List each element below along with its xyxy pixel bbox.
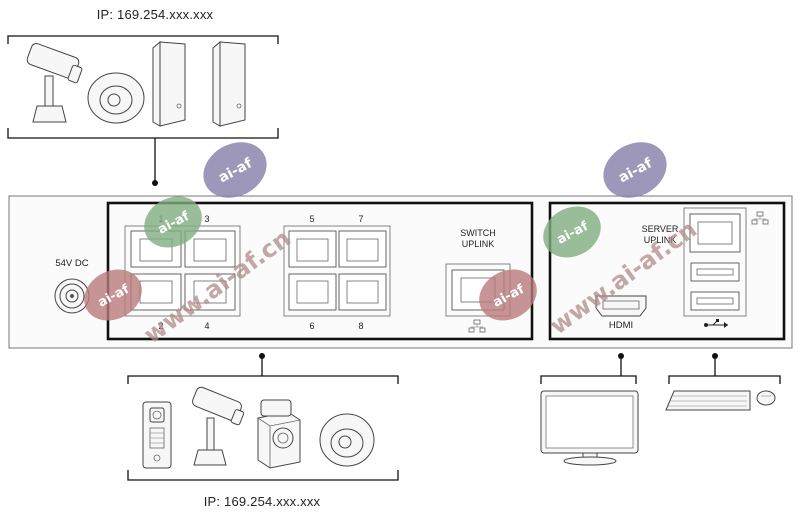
watermark-badge-shape: [603, 142, 667, 198]
cube-camera-icon: [257, 399, 301, 469]
server-uplink-label-line2: UPLINK: [644, 235, 677, 245]
bullet-camera-icon: [192, 386, 245, 466]
port-number-8: 8: [358, 321, 363, 331]
power-label: 54V DC: [55, 258, 88, 269]
bottom-ip-label: IP: 169.254.xxx.xxx: [204, 494, 321, 509]
access-control-reader-icon: [152, 40, 186, 127]
ethernet-port-7: [338, 230, 387, 268]
watermark-badge-shape: [203, 142, 267, 198]
watermark-badge: ai-af: [479, 269, 537, 321]
hdmi-port: [595, 295, 647, 317]
watermark-badge-shape: [84, 269, 142, 321]
power-connector-icon: [54, 278, 90, 314]
switch-uplink-label-line2: UPLINK: [462, 239, 495, 249]
port-number-4: 4: [204, 321, 209, 331]
watermark-badge: ai-af: [203, 142, 267, 198]
watermark-badge: ai-af: [144, 196, 202, 248]
top-group-bracket: [7, 35, 279, 44]
port-number-2: 2: [158, 321, 163, 331]
ethernet-port-4: [184, 273, 236, 311]
bottom-group-lower-bracket: [127, 470, 399, 481]
keyboard-icon: [665, 390, 751, 411]
network-icon: [751, 211, 769, 225]
top-link-node: [152, 180, 158, 186]
network-icon: [468, 319, 486, 333]
server-uplink-port: [683, 207, 747, 317]
recorder-front-panel: [8, 195, 793, 349]
server-uplink-label-line1: SERVER: [642, 224, 679, 234]
port-group-5-8: [283, 225, 391, 317]
dome-camera-icon: [87, 72, 145, 124]
port-number-6: 6: [309, 321, 314, 331]
top-ip-label: IP: 169.254.xxx.xxx: [97, 7, 214, 22]
dome-camera-icon: [319, 413, 375, 467]
bottom-group-bracket: [127, 375, 399, 384]
usb-port: [690, 291, 740, 311]
port-number-3: 3: [204, 214, 209, 224]
bullet-camera-icon: [26, 43, 83, 123]
monitor-bracket: [540, 375, 637, 384]
mouse-icon: [756, 390, 776, 406]
hdmi-label: HDMI: [609, 320, 633, 331]
access-control-reader-icon: [212, 40, 246, 127]
ethernet-port-8: [338, 273, 387, 311]
port-number-5: 5: [309, 214, 314, 224]
switch-uplink-label-line1: SWITCH: [460, 228, 496, 238]
watermark-badge-shape: [479, 269, 537, 321]
ethernet-port-3: [184, 230, 236, 268]
watermark-badge: ai-af: [603, 142, 667, 198]
peripherals-bracket: [668, 375, 781, 384]
watermark-badge: ai-af: [84, 269, 142, 321]
watermark-badge-shape: [543, 206, 601, 258]
top-group-lower-bracket: [7, 128, 279, 139]
port-number-7: 7: [358, 214, 363, 224]
watermark-badge-shape: [144, 196, 202, 248]
ethernet-port-5: [288, 230, 337, 268]
door-station-icon: [142, 401, 172, 469]
usb-icon: [704, 319, 728, 328]
usb-port: [690, 262, 740, 282]
watermark-badge: ai-af: [543, 206, 601, 258]
poe-ports-panel: [106, 201, 534, 341]
ethernet-port-6: [288, 273, 337, 311]
monitor-icon: [540, 390, 639, 466]
server-panel: [548, 201, 786, 341]
